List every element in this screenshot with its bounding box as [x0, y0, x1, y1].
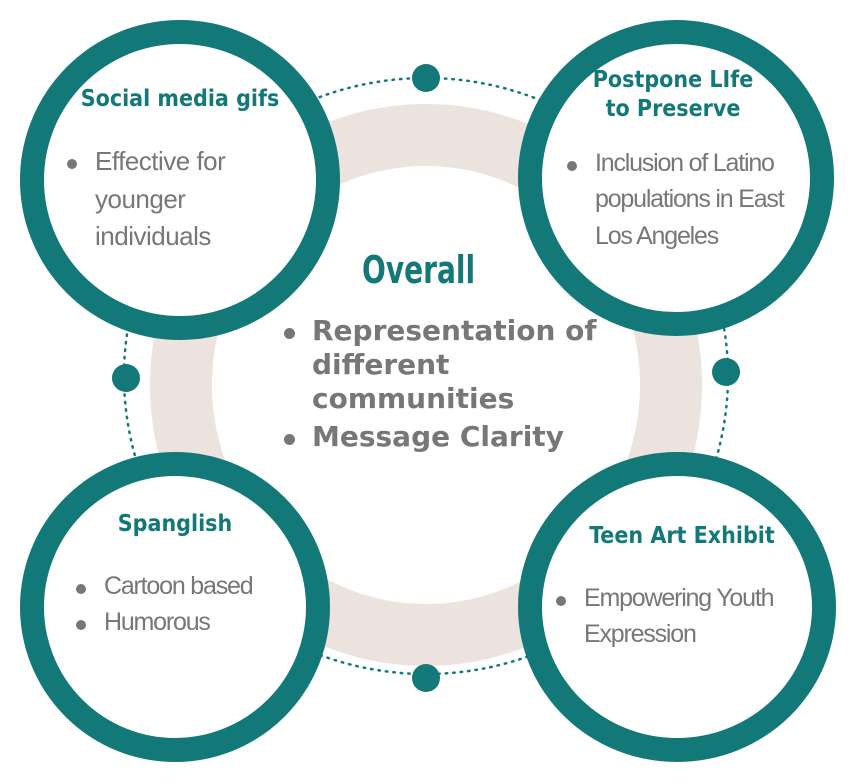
center-bullet-message-clarity: Message Clarity: [280, 420, 610, 454]
node-bullet-item: Humorous: [72, 604, 302, 640]
node-title-postpone-life: Postpone LIfe to Preserve: [592, 67, 754, 122]
node-title-spanglish: Spanglish: [117, 511, 233, 537]
node-bullets-teen-art-exhibit: Empowering Youth Expression: [552, 580, 812, 653]
node-bullets-social-media-gifs: Effective for younger individuals: [63, 143, 273, 256]
connector-dot-bottom: [412, 664, 440, 692]
center-title: Overall: [362, 248, 476, 292]
connector-dot-left: [112, 364, 140, 392]
node-bullet-item: Cartoon based: [72, 568, 302, 604]
center-bullet-list: Representation of different communities …: [280, 314, 610, 455]
connector-dot-top: [412, 64, 440, 92]
node-bullets-spanglish: Cartoon based Humorous: [72, 568, 302, 641]
connector-dot-right: [712, 358, 740, 386]
center-bullet-representation: Representation of different communities: [280, 314, 610, 416]
node-bullet-item: Effective for younger individuals: [63, 143, 273, 256]
center-ring: [150, 104, 702, 666]
node-bullets-postpone-life: Inclusion of Latino populations in East …: [563, 145, 813, 254]
node-bullet-item: Empowering Youth Expression: [552, 580, 812, 653]
node-title-teen-art-exhibit: Teen Art Exhibit: [589, 523, 775, 549]
node-bullet-item: Inclusion of Latino populations in East …: [563, 145, 813, 254]
node-title-social-media-gifs: Social media gifs: [80, 86, 280, 112]
